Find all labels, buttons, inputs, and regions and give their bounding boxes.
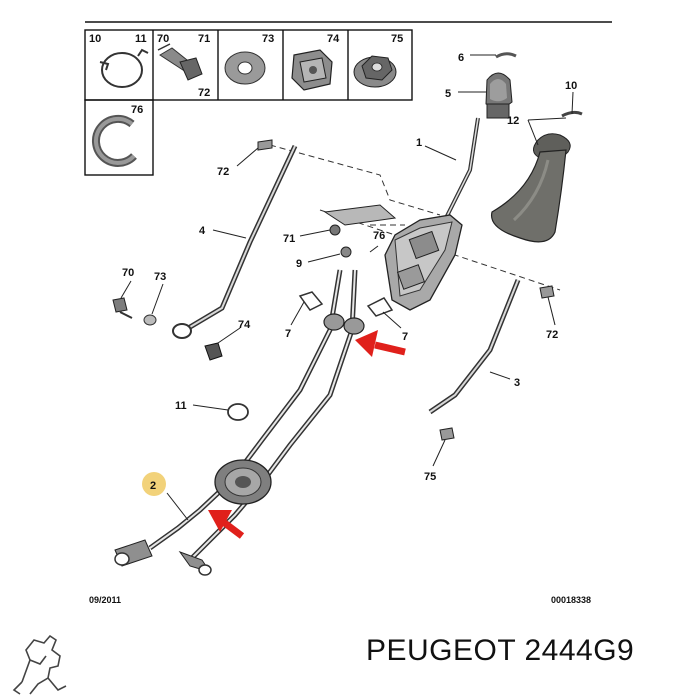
washer-icon xyxy=(224,51,266,85)
callout-2: 2 xyxy=(150,480,156,492)
clip-7-left-icon xyxy=(298,291,324,311)
gear-lever-assembly xyxy=(438,52,583,243)
rod-4 xyxy=(172,139,298,339)
bolt-71-icon xyxy=(329,224,341,236)
end-clip-72b-icon xyxy=(539,285,555,299)
legend-ref-73: 73 xyxy=(262,33,274,45)
clip-nut-icon xyxy=(291,49,333,91)
callout-5: 5 xyxy=(445,88,451,100)
highlight-marker xyxy=(142,472,166,496)
callout-72-right: 72 xyxy=(546,329,558,341)
callout-4: 4 xyxy=(199,225,206,237)
left-hardware xyxy=(112,297,223,361)
callout-1: 1 xyxy=(416,137,422,149)
legend-cell-bolt: 70 71 72 xyxy=(157,33,210,99)
end-clip-72-icon xyxy=(257,139,273,151)
rod-3 xyxy=(428,279,555,441)
legend-ref-11: 11 xyxy=(135,33,147,45)
legend-ref-74: 74 xyxy=(327,33,340,45)
peugeot-lion-logo-icon xyxy=(12,634,67,695)
knob-cap-icon xyxy=(495,52,517,59)
circlip-icon xyxy=(91,114,137,167)
gear-cables xyxy=(148,269,365,562)
callout-74: 74 xyxy=(238,319,251,331)
legend-ref-72: 72 xyxy=(198,87,210,99)
legend-ref-70: 70 xyxy=(157,33,169,45)
seal-ring-11-icon xyxy=(227,403,249,421)
highlight-arrow-lower xyxy=(208,510,245,539)
nut-75-icon xyxy=(439,427,455,441)
product-title: PEUGEOT 2444G9 xyxy=(366,634,635,667)
callout-7-left: 7 xyxy=(285,328,291,340)
flange-nut-icon xyxy=(353,55,397,88)
legend-ref-76: 76 xyxy=(131,104,143,116)
gear-boot-icon xyxy=(490,133,571,243)
bolt-70-icon xyxy=(112,297,128,313)
leader-lines xyxy=(120,54,574,521)
callout-10: 10 xyxy=(565,80,577,92)
cable-grommet-icon xyxy=(214,459,272,505)
callout-labels: 6 10 5 12 1 72 4 71 76 9 70 73 74 7 7 72… xyxy=(122,52,577,492)
callout-11: 11 xyxy=(175,400,187,412)
callout-71: 71 xyxy=(283,233,295,245)
legend-cell-flange-nut: 75 xyxy=(353,33,403,88)
legend-ref-71: 71 xyxy=(198,33,210,45)
callout-76: 76 xyxy=(373,230,385,242)
callout-6: 6 xyxy=(458,52,464,64)
callout-75: 75 xyxy=(424,471,436,483)
clip-7-right-icon xyxy=(366,297,394,317)
callout-72-top: 72 xyxy=(217,166,229,178)
callout-7-right: 7 xyxy=(402,331,408,343)
bolt-9-icon xyxy=(340,246,352,258)
washer-73-icon xyxy=(143,314,157,326)
legend-ref-75: 75 xyxy=(391,33,403,45)
callout-3: 3 xyxy=(514,377,520,389)
clamp-ring-icon xyxy=(99,48,149,88)
legend-cell-circlip: 76 xyxy=(91,104,143,167)
legend-ref-10: 10 xyxy=(89,33,101,45)
gear-knob-icon xyxy=(485,72,513,119)
diagram-reference-number: 00018338 xyxy=(551,595,591,605)
legend-grid xyxy=(84,29,413,176)
bolt-icon xyxy=(157,43,203,81)
gear-selector-housing xyxy=(323,204,463,311)
callout-73: 73 xyxy=(154,271,166,283)
legend-cell-washer: 73 xyxy=(224,33,274,85)
gear-lever-rod xyxy=(438,117,480,231)
diagram-date: 09/2011 xyxy=(89,595,121,605)
callout-9: 9 xyxy=(296,258,302,270)
cable-ends-icon xyxy=(114,539,212,576)
highlight-arrow-upper xyxy=(355,330,406,357)
legend-cell-clip-nut: 74 xyxy=(291,33,340,91)
clip-nut-74-icon xyxy=(204,342,223,361)
callout-70: 70 xyxy=(122,267,134,279)
callout-12: 12 xyxy=(507,115,519,127)
legend-cell-clamp: 10 11 xyxy=(89,33,149,88)
